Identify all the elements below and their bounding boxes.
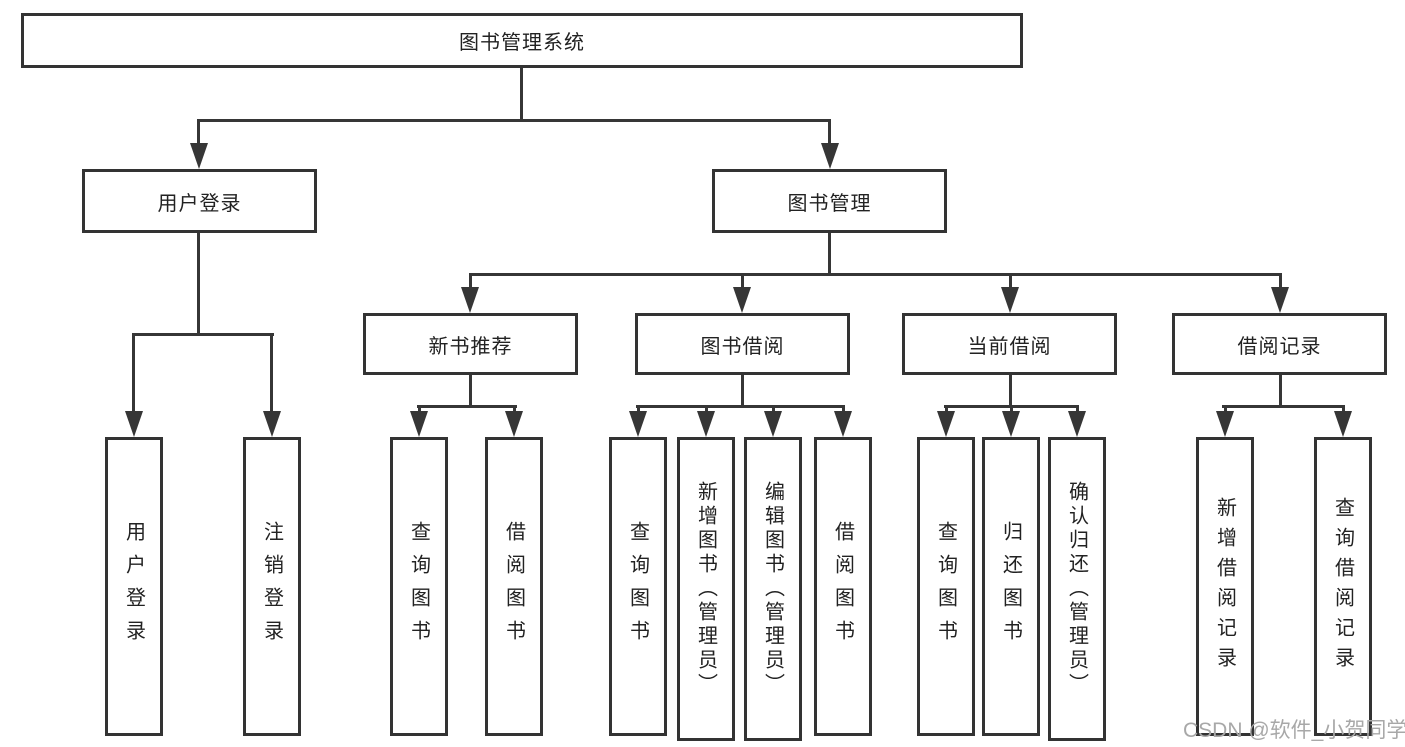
connector-line [469, 273, 472, 291]
leaf-add-borrow-record: 新增借阅记录 [1196, 437, 1254, 736]
leaf-logout: 注销登录 [243, 437, 301, 736]
connector-line [636, 405, 845, 408]
arrow-down-icon [697, 411, 715, 437]
node-library-management-system: 图书管理系统 [21, 13, 1023, 68]
node-book-borrowing: 图书借阅 [635, 313, 850, 375]
leaf-query-books-newbook: 查询图书 [390, 437, 448, 736]
watermark: CSDN @软件_小贺同学 [1183, 719, 1405, 742]
node-new-book-recommend: 新书推荐 [363, 313, 578, 375]
arrow-down-icon [1216, 411, 1234, 437]
leaf-add-books-admin: 新增图书（管理员） [677, 437, 735, 741]
leaf-label: 查询借阅记录 [1331, 496, 1354, 677]
connector-line [417, 405, 517, 408]
leaf-label: 新增借阅记录 [1213, 496, 1236, 677]
connector-line [197, 230, 200, 336]
connector-line [828, 230, 831, 276]
node-current-borrowing: 当前借阅 [902, 313, 1117, 375]
connector-line [197, 119, 831, 122]
leaf-edit-books-admin: 编辑图书（管理员） [744, 437, 802, 741]
node-label: 用户登录 [157, 192, 242, 215]
node-book-management: 图书管理 [712, 169, 947, 233]
node-user-login: 用户登录 [82, 169, 317, 233]
leaf-return-books: 归还图书 [982, 437, 1040, 736]
arrow-down-icon [733, 287, 751, 313]
connector-line [1222, 405, 1345, 408]
leaf-borrow-books-newbook: 借阅图书 [485, 437, 543, 736]
arrow-down-icon [937, 411, 955, 437]
arrow-down-icon [1001, 287, 1019, 313]
node-label: 当前借阅 [967, 335, 1052, 358]
connector-line [469, 372, 472, 408]
node-label: 图书管理系统 [459, 32, 585, 54]
node-borrowing-records: 借阅记录 [1172, 313, 1387, 375]
leaf-user-login: 用户登录 [105, 437, 163, 736]
arrow-down-icon [125, 411, 143, 437]
connector-line [132, 333, 274, 336]
arrow-down-icon [461, 287, 479, 313]
connector-line [741, 372, 744, 408]
connector-line [469, 273, 1282, 276]
leaf-borrow-books: 借阅图书 [814, 437, 872, 736]
arrow-down-icon [505, 411, 523, 437]
connector-line [741, 273, 744, 291]
connector-line [1009, 372, 1012, 408]
connector-line [828, 119, 831, 147]
arrow-down-icon [1068, 411, 1086, 437]
leaf-query-books-borrow: 查询图书 [609, 437, 667, 736]
leaf-confirm-return-admin: 确认归还（管理员） [1048, 437, 1106, 741]
leaf-label: 借阅图书 [831, 520, 854, 653]
leaf-label: 借阅图书 [502, 520, 525, 653]
connector-line [1279, 372, 1282, 408]
leaf-query-books-current: 查询图书 [917, 437, 975, 736]
leaf-label: 查询图书 [626, 520, 649, 653]
arrow-down-icon [834, 411, 852, 437]
leaf-label: 用户登录 [122, 520, 145, 653]
leaf-label: 确认归还（管理员） [1065, 481, 1088, 697]
connector-line [270, 333, 273, 415]
arrow-down-icon [1271, 287, 1289, 313]
node-label: 新书推荐 [428, 335, 513, 358]
leaf-query-borrow-record: 查询借阅记录 [1314, 437, 1372, 736]
node-label: 借阅记录 [1237, 335, 1322, 358]
connector-line [520, 68, 523, 121]
arrow-down-icon [410, 411, 428, 437]
connector-line [1279, 273, 1282, 291]
leaf-label: 新增图书（管理员） [694, 481, 717, 697]
node-label: 图书借阅 [700, 335, 785, 358]
arrow-down-icon [190, 143, 208, 169]
leaf-label: 查询图书 [934, 520, 957, 653]
leaf-label: 编辑图书（管理员） [761, 481, 784, 697]
connector-line [132, 333, 135, 415]
connector-line [1009, 273, 1012, 291]
arrow-down-icon [1334, 411, 1352, 437]
leaf-label: 注销登录 [260, 520, 283, 653]
arrow-down-icon [764, 411, 782, 437]
arrow-down-icon [1002, 411, 1020, 437]
arrow-down-icon [821, 143, 839, 169]
arrow-down-icon [629, 411, 647, 437]
node-label: 图书管理 [787, 192, 872, 215]
leaf-label: 查询图书 [407, 520, 430, 653]
leaf-label: 归还图书 [999, 520, 1022, 653]
arrow-down-icon [263, 411, 281, 437]
connector-line [197, 119, 200, 147]
